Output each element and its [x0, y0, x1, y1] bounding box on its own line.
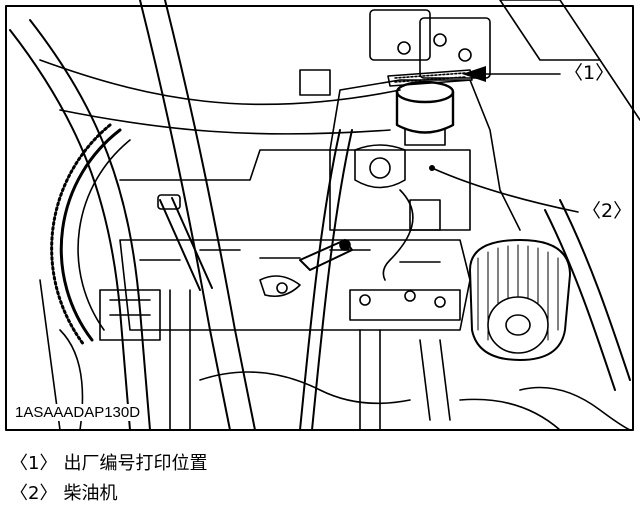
caption-text: 出厂编号打印位置	[63, 453, 208, 474]
callout-2-label: 〈2〉	[582, 200, 633, 222]
filler-cap	[395, 80, 455, 146]
flywheel	[50, 123, 131, 347]
hose-left	[9, 29, 131, 431]
cylinder-head	[299, 9, 491, 281]
image-code: 1ASAAADAP130D	[13, 404, 143, 421]
hose-center	[139, 0, 231, 431]
engine-block	[99, 79, 521, 431]
caption-item: 〈2〉柴油机	[10, 479, 630, 509]
cover-plate	[499, 0, 601, 61]
arrow-head-1	[462, 66, 486, 82]
caption-list: 〈1〉出厂编号打印位置 〈2〉柴油机	[10, 449, 630, 509]
leader-line-2	[431, 167, 579, 213]
figure-frame	[5, 5, 634, 431]
caption-text: 柴油机	[63, 483, 118, 504]
cable-top	[39, 59, 401, 106]
caption-number: 〈2〉	[10, 483, 58, 504]
cable-mid	[59, 109, 391, 135]
engine-illustration: 〈1〉 〈2〉 1ASAAADAP130D	[5, 0, 640, 431]
callout-1-label: 〈1〉	[564, 62, 615, 84]
caption-number: 〈1〉	[10, 453, 58, 474]
leader-dot-2	[429, 165, 435, 171]
engine-line-drawing	[5, 0, 640, 431]
caption-item: 〈1〉出厂编号打印位置	[10, 449, 630, 479]
serial-number-area	[387, 69, 473, 87]
oil-filter	[469, 239, 571, 361]
